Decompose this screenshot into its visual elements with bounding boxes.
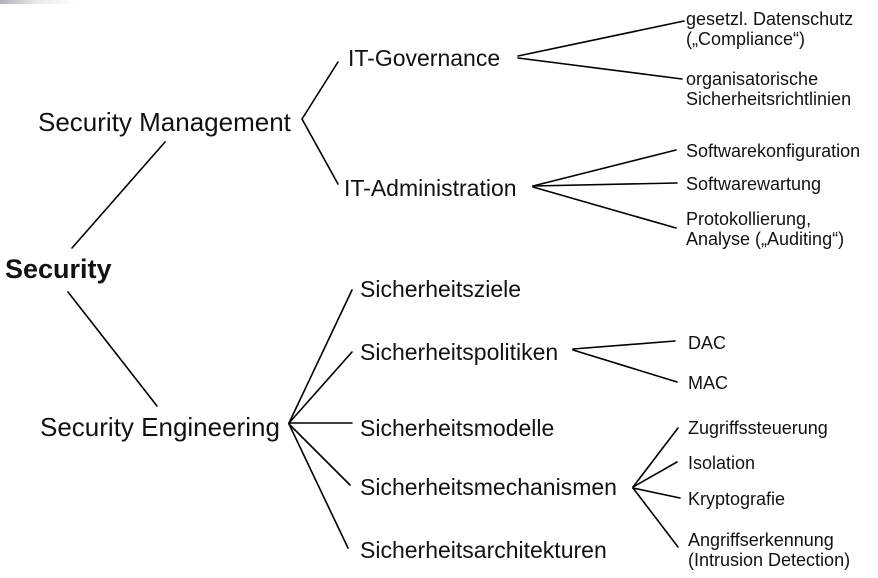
edge-management-to-administration — [301, 118, 339, 185]
leaf-mac: MAC — [688, 373, 728, 393]
leaf-protokollierung-auditing: Protokollierung, Analyse („Auditing“) — [686, 209, 845, 249]
node-it-governance: IT-Governance — [348, 45, 501, 71]
leaf-zugriffssteuerung: Zugriffssteuerung — [688, 418, 828, 438]
edge-mechanismen-to-angriffserkennung — [632, 487, 679, 548]
edge-politiken-to-dac — [572, 340, 676, 350]
leaf-kryptografie: Kryptografie — [688, 489, 786, 509]
edge-engineering-to-ziele — [288, 289, 353, 424]
leaf-gesetzl-datenschutz: gesetzl. Datenschutz („Compliance“) — [686, 9, 854, 49]
node-it-administration: IT-Administration — [344, 175, 517, 201]
node-security-engineering: Security Engineering — [40, 412, 280, 442]
edge-governance-to-datenschutz — [517, 20, 685, 57]
leaf-angriffserkennung: Angriffserkennung (Intrusion Detection) — [688, 530, 851, 570]
leaf-softwarekonfiguration: Softwarekonfiguration — [686, 141, 861, 161]
edge-administration-to-softwarekonfiguration — [532, 149, 677, 187]
edge-mechanismen-to-zugriffssteuerung — [632, 427, 679, 488]
node-security-management: Security Management — [38, 107, 291, 137]
leaf-dac: DAC — [688, 333, 727, 353]
edge-security-to-engineering — [67, 291, 158, 407]
edge-security-to-management — [71, 141, 166, 249]
edge-administration-to-protokollierung — [532, 186, 677, 229]
node-sicherheitspolitiken: Sicherheitspolitiken — [360, 339, 559, 365]
edge-management-to-governance — [301, 61, 339, 120]
node-sicherheitsmechanismen: Sicherheitsmechanismen — [360, 474, 617, 500]
screenshot-edge-artifact — [0, 0, 78, 4]
edge-governance-to-richtlinien — [517, 57, 683, 80]
leaf-sicherheitsrichtlinien: organisatorische Sicherheitsrichtlinien — [686, 69, 852, 109]
node-sicherheitsmodelle: Sicherheitsmodelle — [360, 415, 555, 441]
node-sicherheitsziele: Sicherheitsziele — [360, 276, 522, 302]
edge-mechanismen-to-isolation — [632, 461, 678, 488]
edge-politiken-to-mac — [572, 349, 678, 383]
leaf-isolation: Isolation — [688, 453, 756, 473]
edge-mechanismen-to-kryptografie — [632, 487, 681, 499]
edge-administration-to-softwarewartung — [532, 182, 678, 187]
edge-engineering-to-mechanismen — [288, 423, 351, 486]
node-security: Security — [5, 254, 112, 284]
node-sicherheitsarchitekturen: Sicherheitsarchitekturen — [360, 537, 607, 563]
edge-engineering-to-politiken — [288, 351, 353, 424]
leaf-softwarewartung: Softwarewartung — [686, 174, 822, 194]
edge-engineering-to-architekturen — [288, 423, 349, 549]
